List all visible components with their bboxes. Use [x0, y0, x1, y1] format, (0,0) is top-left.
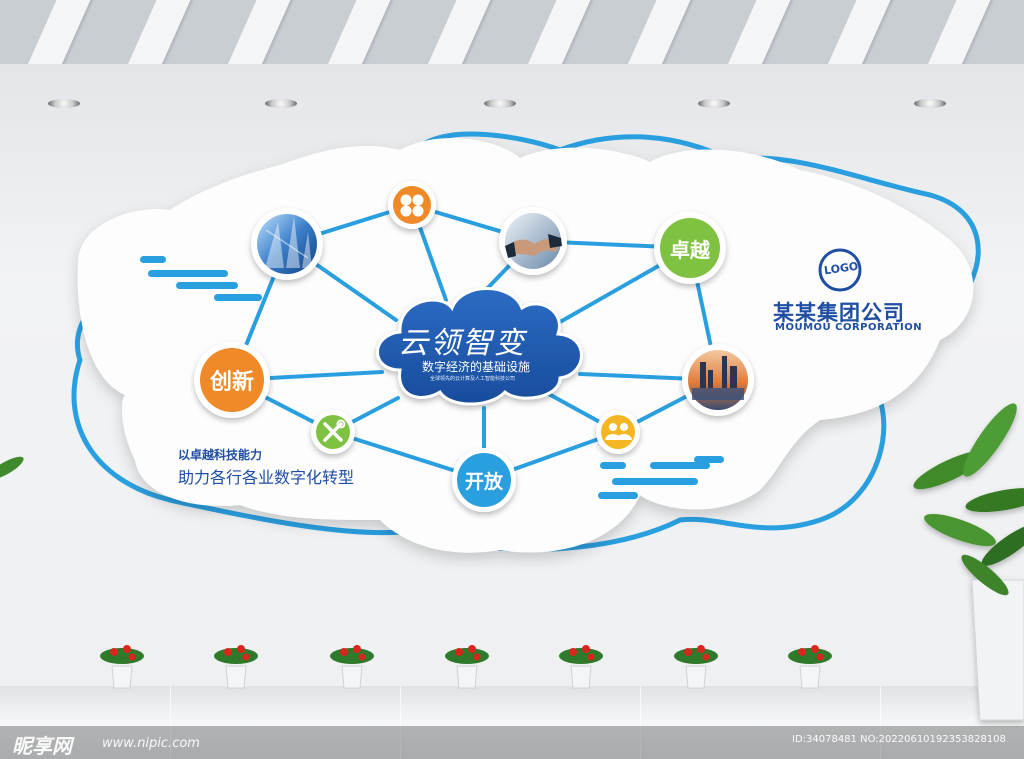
company-logo: [818, 248, 862, 292]
company-name-cn: 某某集团公司: [773, 301, 905, 325]
ceiling-light: [48, 99, 80, 108]
excellence-label: 卓越: [670, 238, 710, 262]
city-skyline-photo-icon: [688, 350, 748, 410]
dash-decoration-right: [598, 456, 724, 499]
open-node: [457, 453, 511, 507]
watermark-site-logo: 昵享网: [12, 734, 72, 758]
cloud-fine-print: 全球领先的云计算及人工智能科技公司: [430, 376, 516, 382]
cloud-calligraphy-title: 云领智变: [398, 326, 526, 361]
watermark-strip: [0, 726, 1024, 759]
slogan-line-1: 以卓越科技能力: [178, 448, 263, 462]
people-icon: [601, 415, 635, 449]
ceiling-light: [914, 99, 946, 108]
ceiling-light: [484, 99, 516, 108]
watermark-url: www.nipic.com: [102, 736, 200, 751]
left-plant-leaf: [0, 456, 24, 480]
central-cloud: [376, 287, 583, 406]
slogan-line-2: 助力各行各业数字化转型: [178, 468, 355, 487]
open-label: 开放: [464, 471, 503, 493]
building-photo-icon: [257, 214, 317, 274]
tools-icon: [316, 415, 350, 449]
flower-pots: [100, 645, 832, 689]
ceiling: [0, 0, 1024, 64]
ceiling-light: [698, 99, 730, 108]
excellence-node: [660, 218, 720, 278]
handshake-photo-icon: [505, 213, 562, 269]
ceiling-light: [265, 99, 297, 108]
innovation-label: 创新: [209, 370, 254, 395]
potted-plant: [913, 403, 1024, 721]
dash-decoration-left: [140, 256, 262, 301]
innovation-node: [200, 348, 264, 412]
watermark-id: ID:34078481 NO:20220610192353828108: [792, 734, 1006, 745]
cloud-subtitle: 数字经济的基础设施: [422, 360, 531, 374]
company-name-en: MOUMOU CORPORATION: [775, 322, 923, 333]
clover-icon: [393, 186, 431, 224]
